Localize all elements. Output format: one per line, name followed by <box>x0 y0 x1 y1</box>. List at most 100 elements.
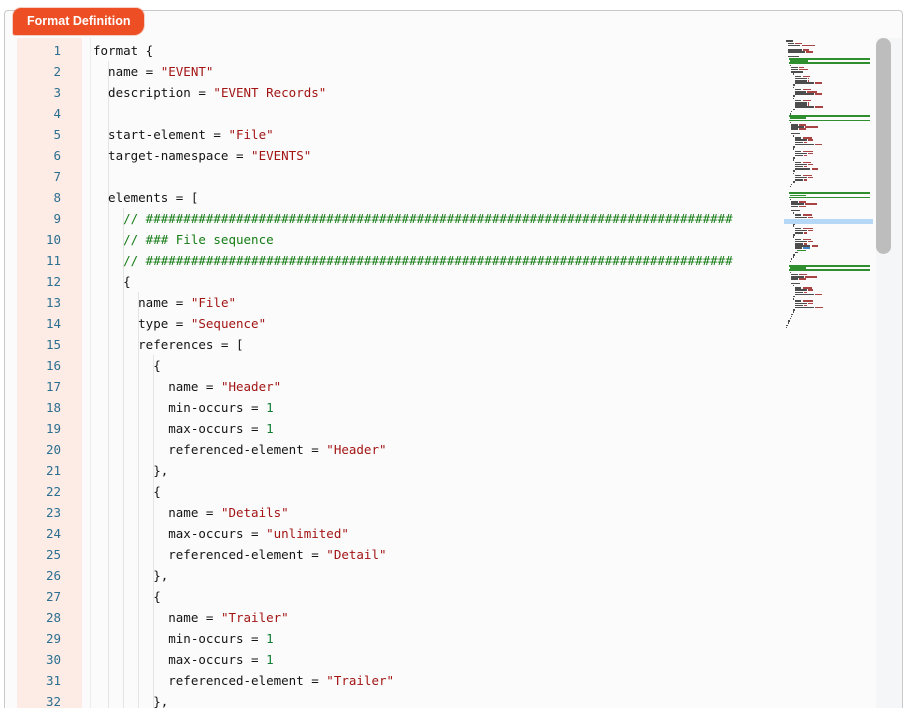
code-line[interactable]: referenced-element = "Header" <box>93 442 387 457</box>
minimap-row <box>786 152 870 155</box>
minimap-row <box>786 55 870 58</box>
minimap-row <box>786 313 870 316</box>
minimap-row <box>786 110 870 113</box>
minimap-row <box>786 249 870 252</box>
line-number: 26 <box>45 568 61 583</box>
minimap-row <box>786 203 870 205</box>
scrollbar-track[interactable] <box>876 38 902 708</box>
minimap-row <box>786 326 870 329</box>
minimap-row <box>786 269 870 272</box>
minimap-row <box>786 315 870 318</box>
minimap-row <box>786 185 870 188</box>
code-line[interactable]: referenced-element = "Trailer" <box>93 673 395 688</box>
line-number: 10 <box>45 232 61 247</box>
minimap-row <box>786 132 870 135</box>
code-line[interactable]: { <box>93 589 161 604</box>
minimap-row <box>786 240 870 243</box>
minimap-row <box>786 273 870 276</box>
minimap-row <box>786 174 870 177</box>
minimap-row <box>786 44 870 47</box>
code-area[interactable]: format { name = "EVENT" description = "E… <box>93 40 733 712</box>
code-line[interactable]: name = "EVENT" <box>93 64 214 79</box>
code-line[interactable]: max-occurs = 1 <box>93 421 274 436</box>
minimap-row <box>786 295 870 298</box>
scrollbar-thumb[interactable] <box>876 38 891 254</box>
code-line[interactable]: // ### File sequence <box>93 232 274 247</box>
minimap-row <box>786 264 870 267</box>
code-line[interactable]: name = "Trailer" <box>93 610 289 625</box>
line-number: 5 <box>53 127 61 142</box>
code-line[interactable]: target-namespace = "EVENTS" <box>93 148 312 163</box>
minimap-row <box>786 287 870 289</box>
minimap-row <box>786 128 870 130</box>
code-line[interactable]: // #####################################… <box>93 253 733 268</box>
minimap-row <box>786 40 870 42</box>
code-line[interactable] <box>93 103 733 124</box>
minimap-row <box>786 183 870 186</box>
minimap-row <box>786 119 870 122</box>
minimap-row <box>786 165 870 168</box>
code-line[interactable]: { <box>93 274 131 289</box>
code-line[interactable]: name = "Header" <box>93 379 282 394</box>
minimap-row <box>786 154 870 157</box>
minimap-row <box>786 124 870 126</box>
line-number: 8 <box>53 190 61 205</box>
minimap-row <box>786 300 870 302</box>
code-line[interactable]: min-occurs = 1 <box>93 631 274 646</box>
minimap-row <box>786 139 870 141</box>
minimap-row <box>786 51 870 53</box>
minimap-row <box>786 42 870 45</box>
code-line[interactable]: max-occurs = "unlimited" <box>93 526 349 541</box>
line-number: 18 <box>45 400 61 415</box>
code-line[interactable]: format { <box>93 43 154 58</box>
minimap-row <box>786 284 870 287</box>
minimap-row <box>786 278 870 280</box>
minimap-row <box>786 260 870 263</box>
line-number: 24 <box>45 526 61 541</box>
code-line[interactable]: }, <box>93 463 169 478</box>
line-number: 30 <box>45 652 61 667</box>
code-line[interactable]: min-occurs = 1 <box>93 400 274 415</box>
minimap-row <box>786 309 870 311</box>
code-line[interactable]: max-occurs = 1 <box>93 652 274 667</box>
minimap-row <box>786 311 870 313</box>
code-line[interactable]: type = "Sequence" <box>93 316 267 331</box>
minimap-row <box>786 291 870 293</box>
code-line[interactable]: { <box>93 484 161 499</box>
code-line[interactable]: referenced-element = "Detail" <box>93 547 387 562</box>
minimap-row <box>786 71 870 73</box>
format-definition-tab[interactable]: Format Definition <box>13 8 145 35</box>
code-line[interactable]: }, <box>93 694 169 709</box>
code-line[interactable] <box>93 166 733 187</box>
minimap-row <box>786 80 870 82</box>
code-line[interactable]: name = "Details" <box>93 505 289 520</box>
minimap[interactable] <box>786 40 870 332</box>
minimap-row <box>786 141 870 144</box>
line-number: 14 <box>45 316 61 331</box>
code-line[interactable]: elements = [ <box>93 190 199 205</box>
code-line[interactable]: // #####################################… <box>93 211 733 226</box>
minimap-row <box>786 159 870 161</box>
minimap-row <box>786 212 870 214</box>
code-line[interactable]: name = "File" <box>93 295 236 310</box>
minimap-row <box>786 115 870 117</box>
code-line[interactable]: start-element = "File" <box>93 127 274 142</box>
line-number: 17 <box>45 379 61 394</box>
line-number: 28 <box>45 610 61 625</box>
code-line[interactable]: }, <box>93 568 169 583</box>
code-line[interactable]: description = "EVENT Records" <box>93 85 327 100</box>
minimap-row <box>786 267 870 269</box>
line-number: 29 <box>45 631 61 646</box>
minimap-row <box>786 196 870 199</box>
code-line[interactable]: { <box>93 358 161 373</box>
minimap-row <box>786 172 870 175</box>
code-line[interactable]: references = [ <box>93 337 244 352</box>
minimap-row <box>786 238 870 241</box>
line-number: 20 <box>45 442 61 457</box>
minimap-viewport-highlight[interactable] <box>784 219 873 224</box>
minimap-row <box>786 298 870 300</box>
minimap-row <box>786 254 870 256</box>
minimap-row <box>786 236 870 238</box>
line-number: 9 <box>53 211 61 226</box>
